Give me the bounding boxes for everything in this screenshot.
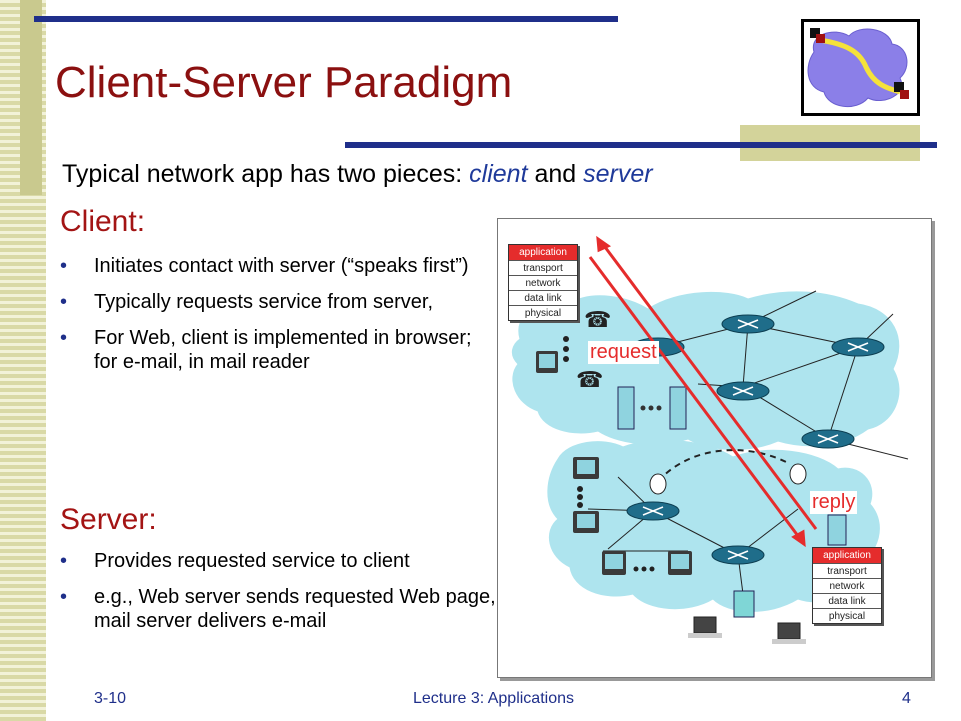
server-bullet: e.g., Web server sends requested Web pag… xyxy=(60,585,500,633)
stack-layer-datalink: data link xyxy=(813,593,881,608)
reply-label: reply xyxy=(810,491,858,514)
request-label: request xyxy=(588,341,659,364)
top-rule xyxy=(34,16,618,22)
mid-rule xyxy=(345,142,937,148)
stack-layer-network: network xyxy=(509,275,577,290)
svg-text:☎: ☎ xyxy=(584,308,611,333)
stack-layer-physical: physical xyxy=(509,305,577,320)
subtitle: Typical network app has two pieces: clie… xyxy=(62,160,653,189)
server-bullet: Provides requested service to client xyxy=(60,549,500,573)
subtitle-client: client xyxy=(469,160,528,188)
client-bullet: Typically requests service from server, xyxy=(60,290,492,314)
footer-left: 3-10 xyxy=(94,690,127,707)
slide-title: Client-Server Paradigm xyxy=(55,58,513,107)
stack-layer-application: application xyxy=(813,548,881,563)
client-protocol-stack: application transport network data link … xyxy=(508,244,578,321)
network-diagram: ☎ ☎ application transport network data l… xyxy=(497,218,932,678)
server-protocol-stack: application transport network data link … xyxy=(812,547,882,624)
stack-layer-network: network xyxy=(813,578,881,593)
network-drawing: ☎ ☎ xyxy=(511,235,909,644)
subtitle-middle: and xyxy=(527,160,584,188)
stack-layer-transport: transport xyxy=(813,563,881,578)
page-number: 4 xyxy=(902,690,911,707)
stack-layer-datalink: data link xyxy=(509,290,577,305)
stack-layer-transport: transport xyxy=(509,260,577,275)
client-bullets: Initiates contact with server (“speaks f… xyxy=(60,254,492,386)
client-heading: Client: xyxy=(60,205,146,238)
stack-layer-physical: physical xyxy=(813,608,881,623)
client-bullet: Initiates contact with server (“speaks f… xyxy=(60,254,492,278)
subtitle-prefix: Typical network app has two pieces: xyxy=(62,160,470,188)
client-bullet: For Web, client is implemented in browse… xyxy=(60,326,492,374)
stack-layer-application: application xyxy=(509,245,577,260)
decorative-left-block xyxy=(20,0,42,195)
subtitle-server: server xyxy=(583,160,653,188)
server-heading: Server: xyxy=(60,503,157,536)
network-logo-icon xyxy=(801,19,920,116)
server-bullets: Provides requested service to client e.g… xyxy=(60,549,500,645)
footer-center: Lecture 3: Applications xyxy=(413,690,574,707)
svg-text:☎: ☎ xyxy=(576,368,603,393)
